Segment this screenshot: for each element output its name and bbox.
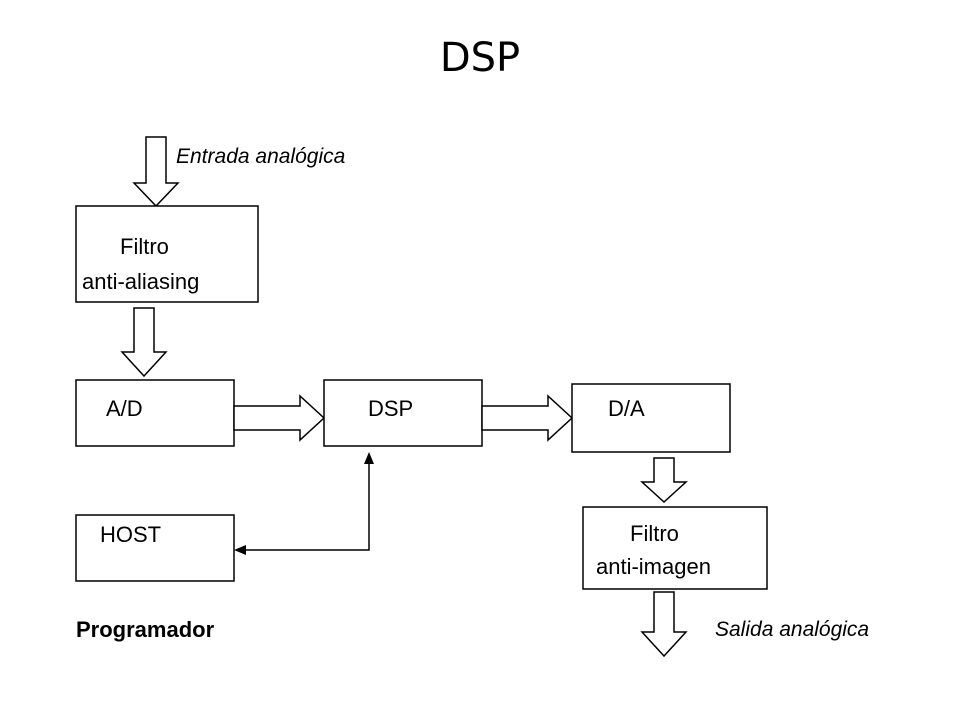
- anti-aliasing-filter-label-line1: Filtro: [120, 234, 169, 259]
- output-arrow: [640, 591, 688, 658]
- anti-image-filter-label-line2: anti-imagen: [596, 554, 711, 579]
- ad-converter-block: [75, 379, 235, 447]
- da-to-filter-arrow: [640, 457, 688, 504]
- programmer-label: Programador: [76, 617, 215, 642]
- da-converter-block: [571, 383, 731, 453]
- connection-arrowhead-left: [234, 545, 246, 555]
- input-arrow: [132, 136, 180, 208]
- da-converter-label: D/A: [608, 396, 645, 421]
- input-label: Entrada analógica: [176, 145, 345, 168]
- ad-to-dsp-arrow: [233, 394, 326, 442]
- output-label: Salida analógica: [715, 618, 869, 641]
- dsp-label: DSP: [368, 396, 413, 421]
- host-block: [75, 514, 235, 582]
- anti-image-filter-block: [582, 506, 768, 590]
- dsp-to-da-arrow: [481, 394, 574, 442]
- host-label: HOST: [100, 522, 161, 547]
- host-dsp-connection: [244, 462, 370, 551]
- slide-title: DSP: [439, 35, 521, 81]
- dsp-block: [323, 379, 483, 447]
- anti-aliasing-filter-block: [75, 205, 259, 303]
- anti-aliasing-filter-label-line2: anti-aliasing: [82, 269, 199, 294]
- connection-arrowhead-up: [364, 452, 374, 464]
- filter-to-ad-arrow: [120, 307, 168, 378]
- anti-image-filter-label-line1: Filtro: [630, 521, 679, 546]
- ad-converter-label: A/D: [106, 396, 143, 421]
